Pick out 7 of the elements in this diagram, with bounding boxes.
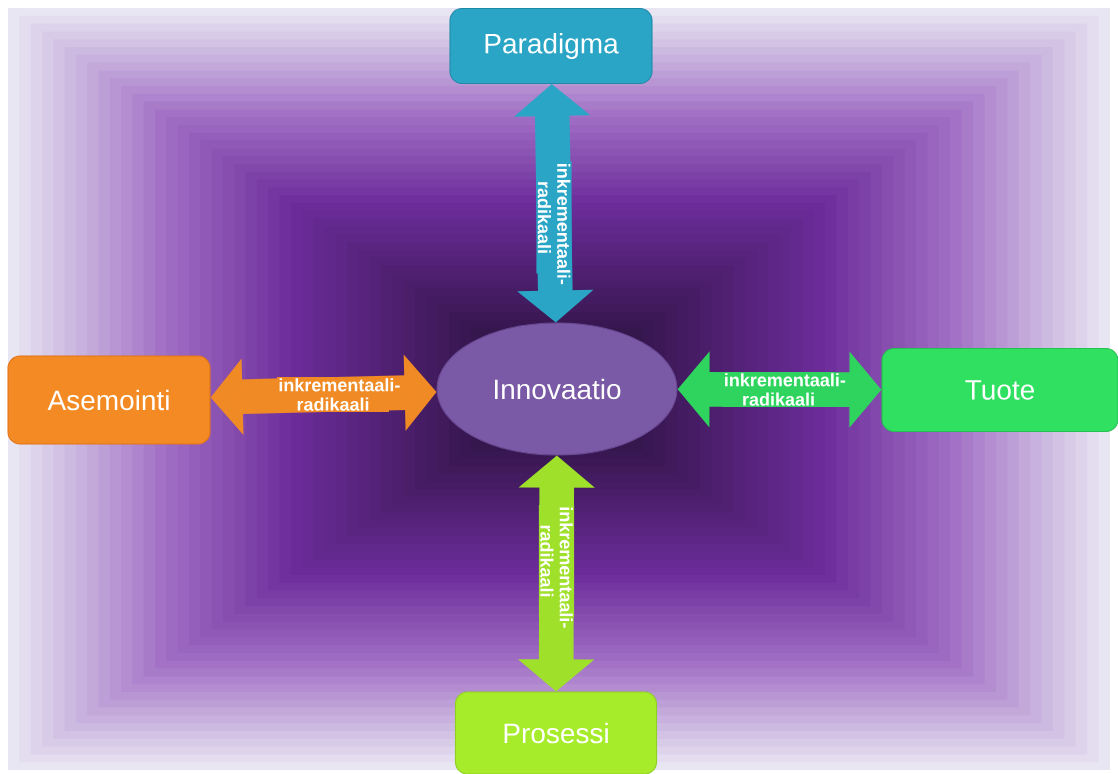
edge-label: inkrementaali-radikaali: [536, 161, 572, 285]
edge-label: inkrementaali-radikaali: [722, 371, 846, 408]
process-box: Prosessi: [454, 691, 658, 774]
edge-label: inkrementaali-radikaali: [538, 505, 575, 628]
edge-label: inkrementaali-radikaali: [277, 376, 400, 413]
process-box: Tuote: [881, 348, 1118, 432]
process-box: Asemointi: [7, 355, 211, 445]
